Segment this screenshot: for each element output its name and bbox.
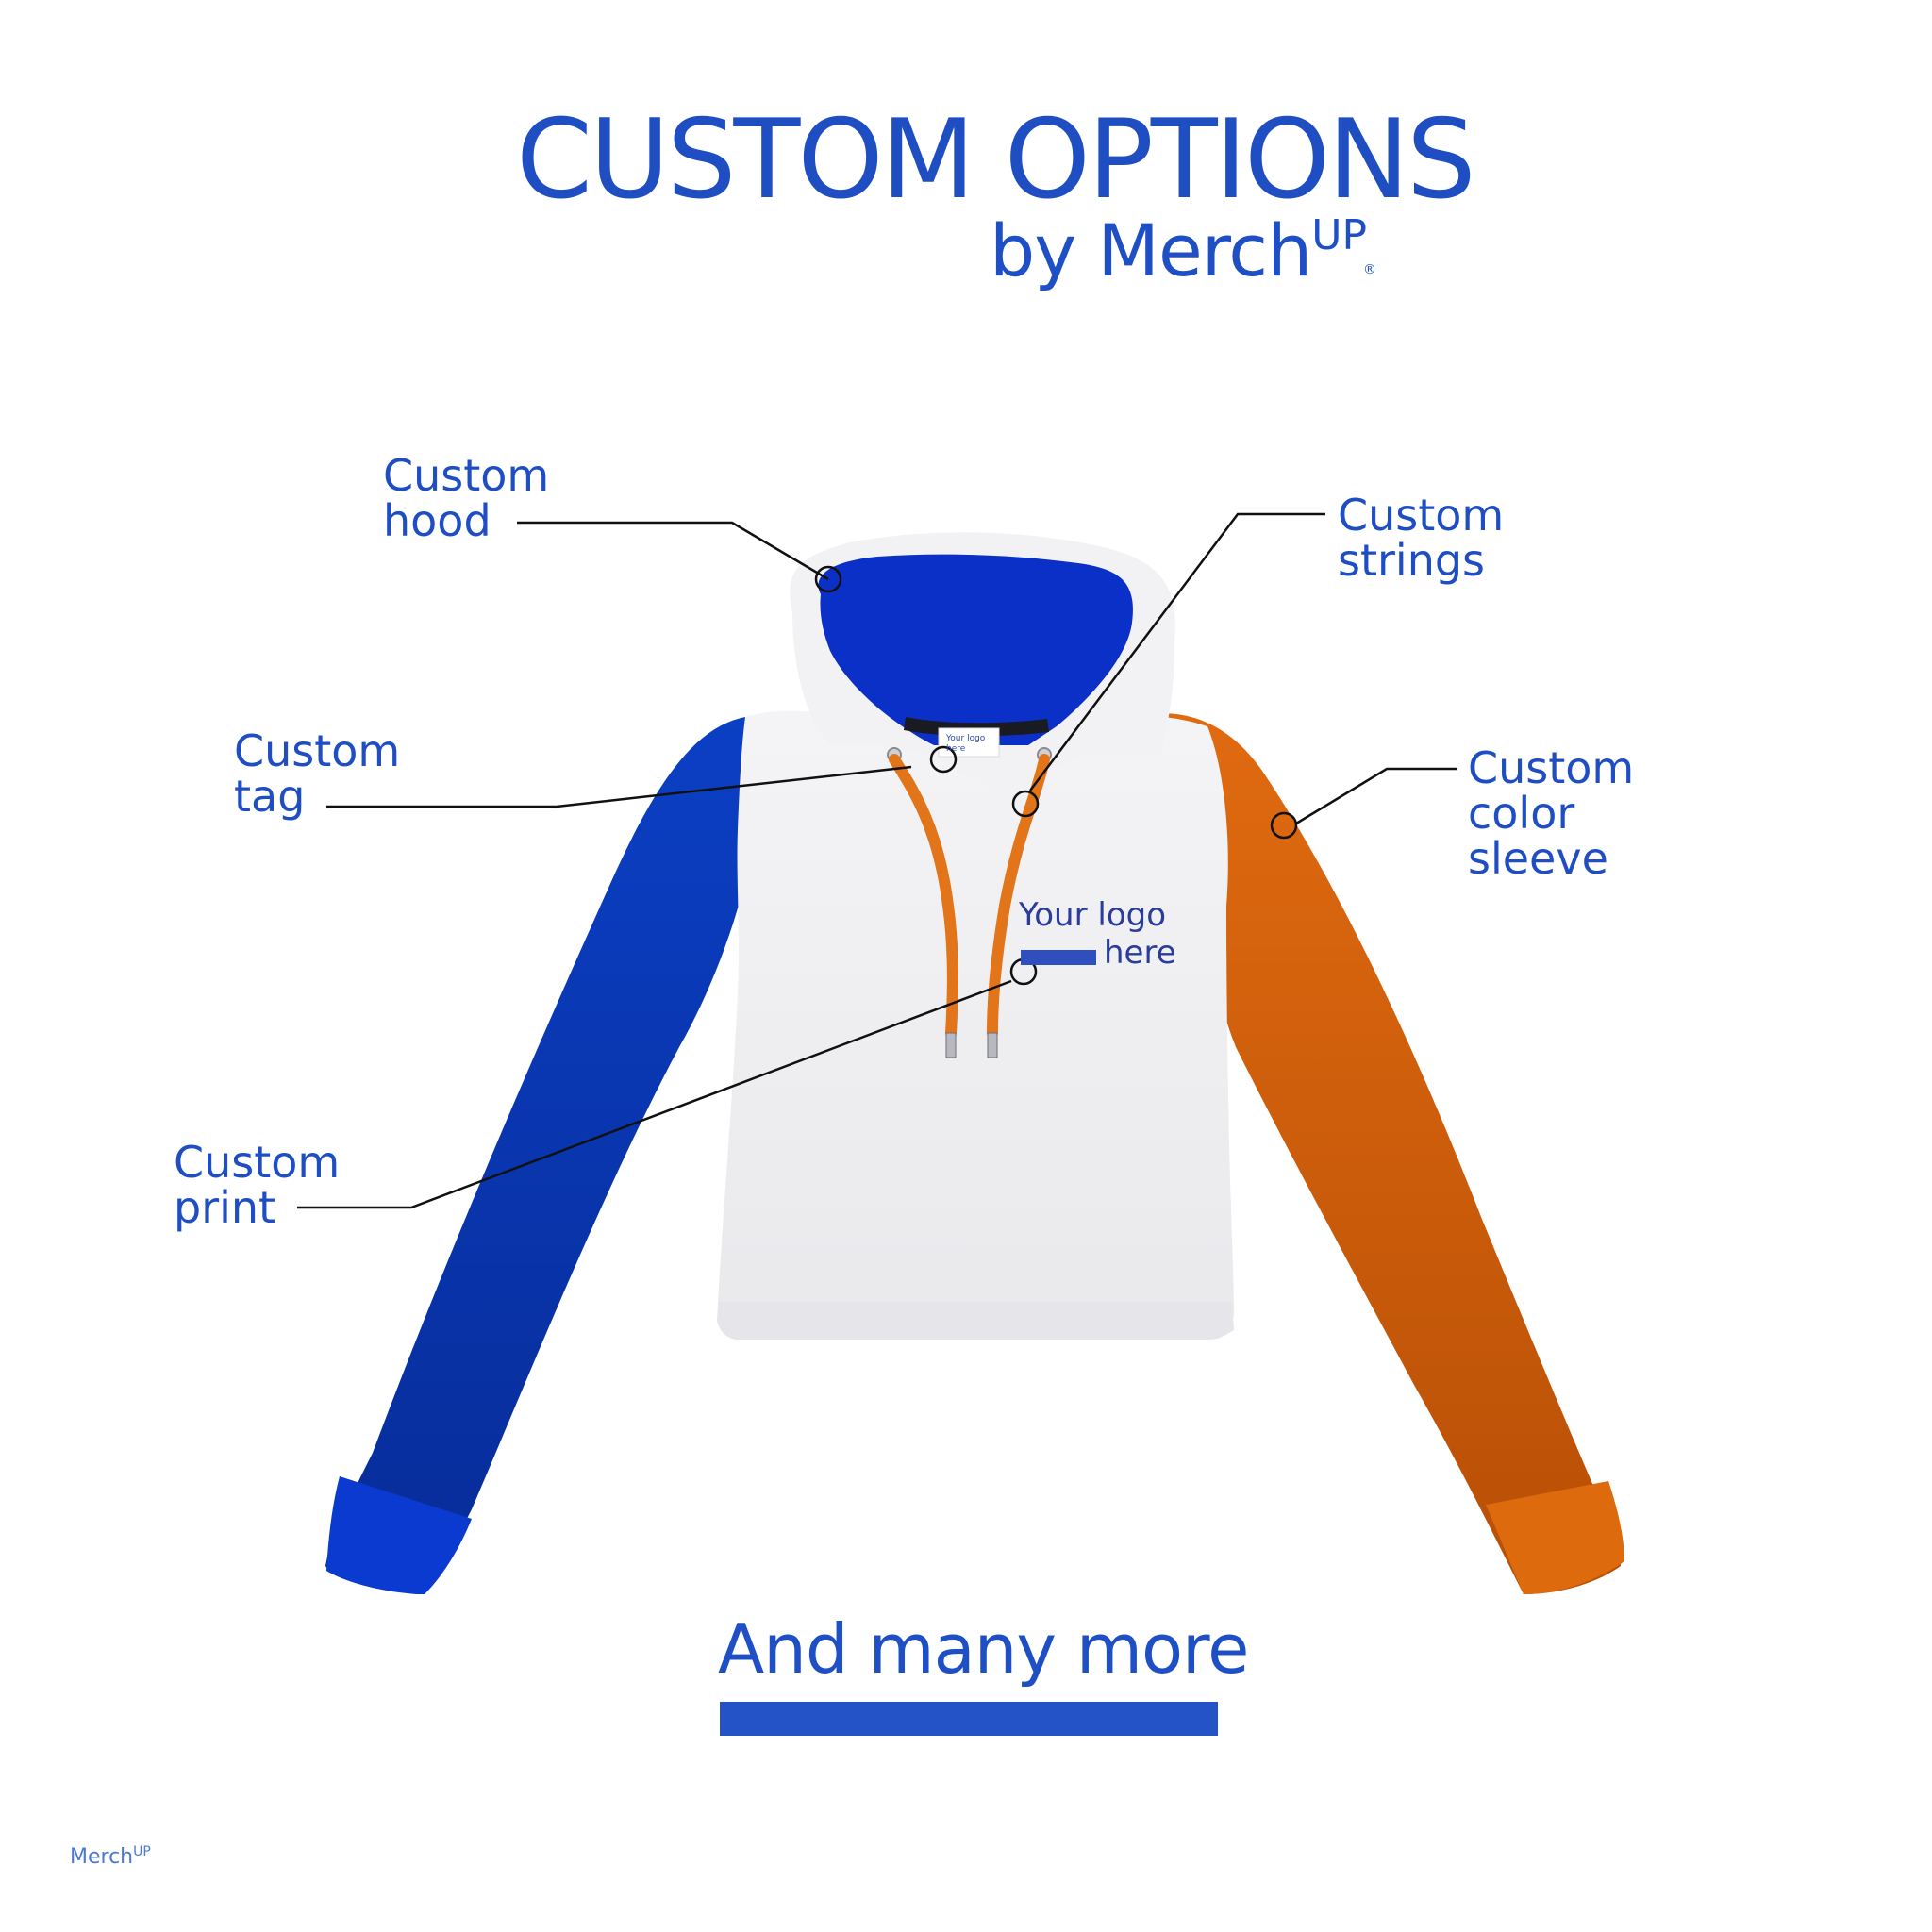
sleeve-leader — [1295, 767, 1457, 825]
chest-logo-line2: here — [1104, 934, 1176, 972]
callout-print: Custom print — [174, 1140, 340, 1230]
callout-sleeve-line3: sleeve — [1468, 833, 1608, 884]
string-left — [889, 754, 958, 1039]
right-sleeve — [1108, 713, 1621, 1594]
callout-tag-line1: Custom — [234, 725, 401, 776]
callout-tag-line2: tag — [234, 771, 306, 822]
callout-tag: Custom tag — [234, 728, 400, 819]
left-cuff — [326, 1476, 472, 1594]
cta-underline-bar — [720, 1702, 1218, 1736]
callout-sleeve: Custom color sleeve — [1468, 745, 1634, 881]
callout-hood-line2: hood — [383, 495, 491, 546]
footer-up-mark: UP — [133, 1844, 151, 1859]
string-tip-right — [987, 1032, 998, 1058]
callout-sleeve-line2: color — [1468, 788, 1575, 839]
tag-logo-text: Your logo here — [946, 734, 985, 755]
hoodie-hem — [717, 1302, 1234, 1340]
hood-lining — [818, 554, 1133, 745]
byline-text: by Merch — [990, 208, 1312, 292]
footer-logo: MerchUP — [70, 1844, 151, 1869]
right-cuff — [1486, 1481, 1624, 1594]
left-sleeve — [325, 717, 745, 1594]
string-tip-left — [945, 1032, 957, 1058]
registered-mark: ® — [1363, 262, 1376, 277]
callout-sleeve-line1: Custom — [1468, 742, 1635, 793]
callout-hood-line1: Custom — [383, 450, 550, 501]
callout-strings-line1: Custom — [1338, 490, 1505, 541]
brand-up-mark: UP — [1311, 211, 1367, 259]
neck-tag — [938, 727, 1000, 758]
page-title: CUSTOM OPTIONS — [516, 96, 1476, 224]
callout-strings: Custom strings — [1338, 492, 1504, 583]
tag-logo-line2: here — [946, 744, 966, 754]
hood-leader — [517, 521, 829, 581]
callout-hood: Custom hood — [383, 453, 549, 543]
tag-leader — [326, 765, 912, 808]
chest-logo-line1: Your logo — [1019, 896, 1167, 934]
string-right — [987, 754, 1050, 1039]
chest-logo-print: Your logo here — [1019, 896, 1176, 972]
callout-print-line1: Custom — [174, 1137, 341, 1188]
sleeve-marker — [1270, 811, 1298, 840]
hoodie-body — [717, 710, 1234, 1340]
hood-marker — [814, 565, 842, 593]
footer-brand: Merch — [70, 1845, 134, 1869]
tag-marker — [929, 745, 958, 774]
print-leader — [297, 979, 1012, 1209]
chest-logo-bar — [1021, 950, 1096, 965]
callout-print-line2: print — [174, 1182, 276, 1233]
strings-marker — [1011, 790, 1040, 818]
tag-logo-line1: Your logo — [946, 734, 986, 743]
and-many-more-text: And many more — [718, 1609, 1249, 1689]
strings-leader — [1029, 512, 1325, 791]
callout-strings-line2: strings — [1338, 535, 1486, 586]
brand-byline: by MerchUP® — [990, 215, 1376, 287]
